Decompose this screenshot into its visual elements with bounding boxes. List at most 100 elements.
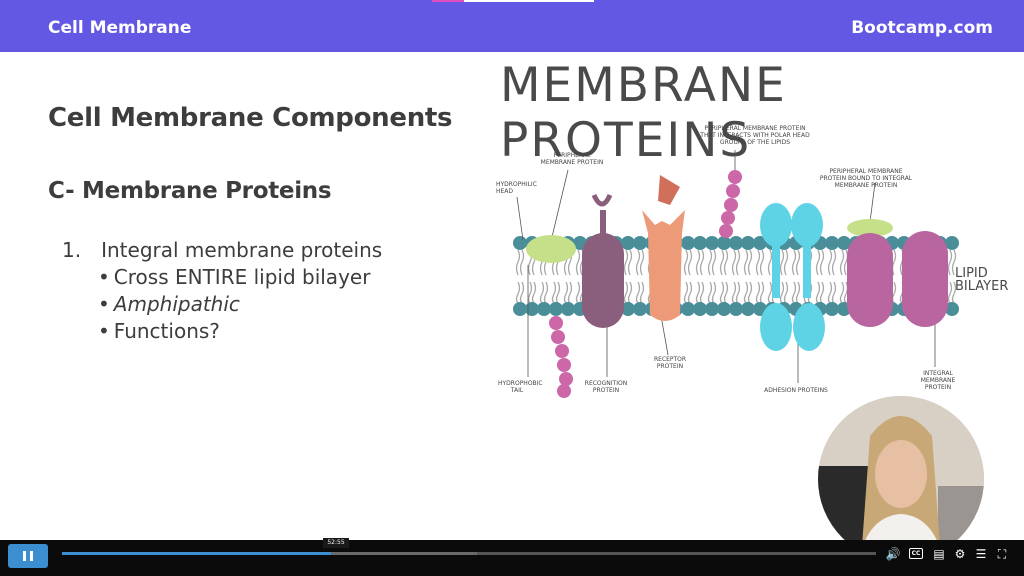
lipid-tail [755, 249, 761, 276]
transcript-icon[interactable]: ▤ [933, 547, 945, 561]
lipid-tail [767, 281, 773, 304]
lipid-tail [627, 281, 633, 304]
bullet: • [98, 292, 110, 316]
lipid-tail [831, 249, 837, 276]
adhesion-proteins [760, 203, 825, 351]
lipid-tail [531, 281, 537, 304]
lipid-tail [839, 281, 845, 304]
lipid-tail [779, 281, 785, 304]
lipid-tail [707, 281, 713, 304]
lipid-head [729, 302, 743, 316]
progress-track[interactable] [62, 552, 876, 555]
lipid-head [513, 302, 527, 316]
fullscreen-icon[interactable]: ⛶ [997, 547, 1007, 561]
lipid-head [561, 302, 575, 316]
settings-icon[interactable]: ⚙ [954, 547, 966, 561]
sub-item-text: Functions? [113, 319, 220, 343]
diagram-title: MEMBRANE PROTEINS [500, 58, 787, 168]
pause-button[interactable] [8, 544, 48, 568]
lipid-head [717, 236, 731, 250]
lipid-head [633, 302, 647, 316]
lipid-tail [839, 249, 845, 276]
label-hydrophobic-tail: HYDROPHOBIC TAIL [498, 380, 543, 394]
video-player-bar [0, 540, 1024, 576]
lipid-head [525, 302, 539, 316]
leader-line [516, 196, 524, 241]
label-peripheral-integral: PERIPHERAL MEMBRANE PROTEIN BOUND TO INT… [819, 168, 913, 189]
lipid-tail [575, 249, 581, 276]
brand-name[interactable]: Bootcamp.com [851, 18, 993, 38]
lipid-tail [731, 281, 737, 304]
lipid-tail [735, 249, 741, 276]
sub-item-text: Cross ENTIRE lipid bilayer [113, 265, 371, 289]
lipid-tail [815, 249, 821, 276]
lipid-head [681, 236, 695, 250]
lipid-tail [623, 281, 629, 304]
lipid-tail [719, 281, 725, 304]
chapters-icon[interactable]: ☰ [975, 547, 987, 561]
peripheral-protein [526, 235, 576, 263]
recognition-stalk [600, 210, 606, 236]
ligand [658, 175, 680, 205]
lipid-tail [543, 281, 549, 304]
lipid-tail [767, 249, 773, 276]
slide-list: 1. Integral membrane proteins • Cross EN… [62, 238, 382, 346]
lipid-tail [819, 249, 825, 276]
lipid-head [825, 302, 839, 316]
lipid-tail [563, 281, 569, 304]
lipid-tail [719, 249, 725, 276]
sub-list-item: • Functions? [62, 319, 382, 346]
receptor-protein [642, 210, 685, 321]
lipid-head [693, 236, 707, 250]
lipid-tail [747, 249, 753, 276]
membrane-diagram [513, 150, 959, 398]
volume-icon[interactable]: 🔊 [885, 547, 901, 561]
recognition-receptor-icon [591, 193, 613, 207]
course-title: Cell Membrane [48, 18, 192, 38]
lipid-head [945, 236, 959, 250]
lipid-head [549, 302, 563, 316]
lipid-tail [743, 249, 749, 276]
lipid-head [705, 302, 719, 316]
glycolipid-chain [549, 316, 573, 398]
lipid-head [753, 236, 767, 250]
list-number: 1. [62, 238, 82, 262]
lipid-tail [707, 249, 713, 276]
lipid-tail [695, 281, 701, 304]
section-title: C- Membrane Proteins [48, 178, 332, 204]
label-peripheral-polar: PERIPHERAL MEMBRANE PROTEIN THAT INTERAC… [700, 125, 810, 146]
label-recognition-protein: RECOGNITION PROTEIN [584, 380, 628, 394]
lipid-tail [635, 281, 641, 304]
lipid-tail [819, 281, 825, 304]
label-receptor-protein: RECEPTOR PROTEIN [653, 356, 687, 370]
captions-icon[interactable]: CC [909, 548, 923, 559]
bullet: • [98, 319, 110, 343]
lipid-head [537, 302, 551, 316]
lipid-tail [699, 281, 705, 304]
integral-protein-left [847, 233, 893, 327]
lipid-tail [795, 281, 801, 304]
lipid-tail [947, 249, 953, 276]
lipid-tail [827, 281, 833, 304]
sub-list-item: • Amphipathic [62, 292, 382, 319]
lipid-head [945, 302, 959, 316]
recognition-protein [582, 233, 624, 328]
lipid-tail [635, 249, 641, 276]
lipid-tail [683, 281, 689, 304]
lipid-tail [627, 249, 633, 276]
integral-membrane-protein [902, 231, 948, 327]
lipid-tail [723, 249, 729, 276]
lipid-tail [519, 249, 525, 276]
lipid-tail [827, 249, 833, 276]
label-peripheral-protein: PERIPHERAL MEMBRANE PROTEIN [540, 152, 604, 166]
lipid-head [621, 236, 635, 250]
leader-line [551, 169, 569, 238]
pause-icon [23, 551, 26, 561]
lipid-tail [783, 281, 789, 304]
top-header: Cell Membrane Bootcamp.com [0, 0, 1024, 52]
lipid-tail [639, 249, 645, 276]
lipid-tail [639, 281, 645, 304]
instructor-portrait [818, 396, 984, 562]
lipid-tail [791, 249, 797, 276]
lipid-tail [723, 281, 729, 304]
